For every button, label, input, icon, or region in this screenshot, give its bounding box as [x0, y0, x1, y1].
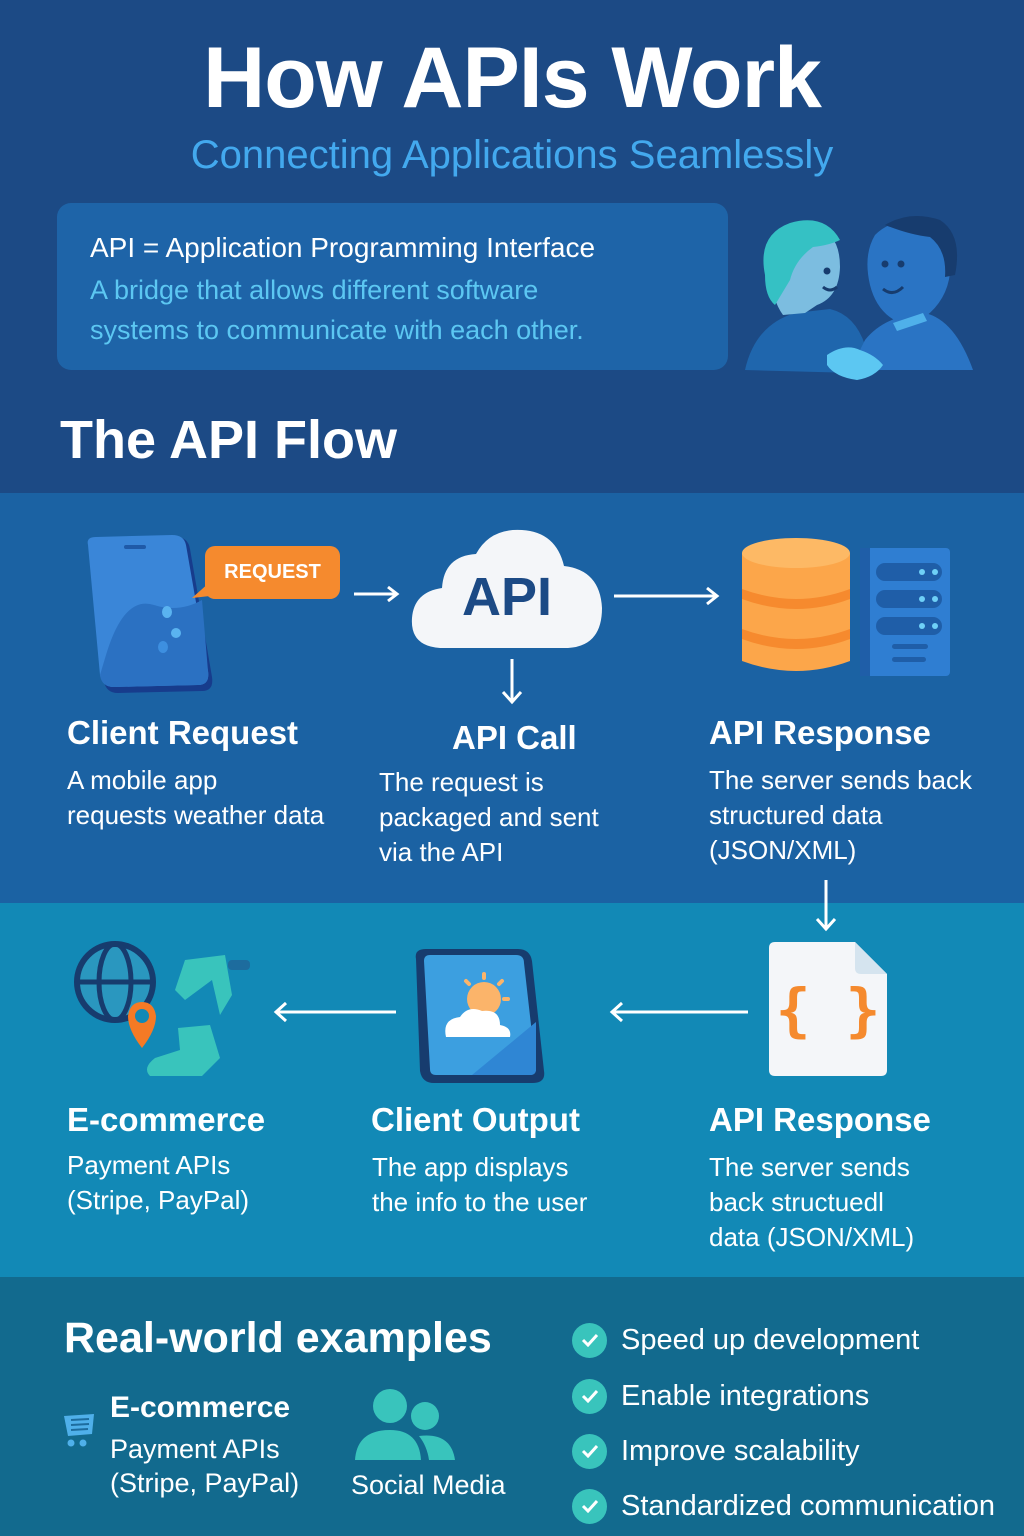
arrow-right-icon: [354, 585, 400, 603]
definition-body: A bridge that allows different software …: [90, 270, 710, 350]
cloud-icon: [411, 529, 602, 648]
step-title-client-output: Client Output: [371, 1101, 580, 1138]
definition-heading: API = Application Programming Interface: [90, 232, 596, 263]
desc-line: packaged and sent: [379, 802, 599, 832]
desc-line: The server sends: [709, 1152, 910, 1182]
arrow-right-icon: [614, 586, 720, 606]
desc-line: via the API: [379, 837, 504, 867]
benefit-label: Standardized communication: [621, 1489, 995, 1522]
desc-line: (Stripe, PayPal): [110, 1468, 300, 1498]
definition-line: A bridge that allows different software: [90, 275, 539, 305]
shopping-cart-icon: [64, 1414, 94, 1447]
smartphone-icon: [87, 535, 213, 693]
desc-line: Payment APIs: [110, 1434, 280, 1464]
desc-line: the info to the user: [372, 1187, 588, 1217]
bubble-tail-icon: [192, 582, 210, 598]
example-ecommerce-title: E-commerce: [110, 1391, 291, 1424]
check-icon: [572, 1433, 607, 1469]
handshake-people-icon: [745, 216, 973, 380]
users-icon: [355, 1389, 455, 1460]
definition-line: systems to communicate with each other.: [90, 315, 584, 345]
desc-line: (Stripe, PayPal): [67, 1185, 250, 1215]
desc-line: The app displays: [372, 1152, 569, 1182]
arrow-left-icon: [609, 1001, 748, 1023]
example-social-media-title: Social Media: [351, 1470, 506, 1500]
benefit-label: Speed up development: [621, 1323, 920, 1356]
examples-title: Real-world examples: [64, 1314, 492, 1362]
desc-line: structured data: [709, 800, 883, 830]
step-desc-client-request: A mobile app requests weather data: [67, 763, 324, 833]
benefit-item: Enable integrations: [572, 1376, 869, 1416]
desc-line: A mobile app: [67, 765, 218, 795]
arrow-down-icon: [815, 880, 837, 932]
json-braces: { }: [775, 976, 881, 1044]
step-title-api-response: API Response: [709, 714, 931, 751]
weather-tablet-icon: [415, 949, 545, 1083]
step-title-api-call: API Call: [452, 719, 577, 756]
step-desc-ecommerce: Payment APIs (Stripe, PayPal): [67, 1148, 249, 1218]
desc-line: The request is: [379, 767, 544, 797]
cloud-api-label: API: [461, 567, 553, 627]
desc-line: The server sends back: [709, 765, 973, 795]
step-title-ecommerce: E-commerce: [67, 1101, 266, 1138]
step-title-api-response-2: API Response: [709, 1101, 931, 1138]
arrow-down-icon: [501, 659, 523, 705]
desc-line: (JSON/XML): [709, 835, 857, 865]
check-icon: [572, 1488, 607, 1524]
page-title: How APIs Work: [203, 30, 822, 126]
check-icon: [572, 1322, 607, 1358]
step-desc-api-response-2: The server sends back structuedl data (J…: [709, 1150, 914, 1255]
step-desc-client-output: The app displays the info to the user: [372, 1150, 587, 1220]
benefit-label: Enable integrations: [621, 1379, 870, 1412]
benefit-item: Improve scalability: [572, 1431, 860, 1471]
step-desc-api-call: The request is packaged and sent via the…: [379, 765, 599, 870]
desc-line: back structuedl: [709, 1187, 884, 1217]
benefit-label: Improve scalability: [621, 1434, 860, 1467]
desc-line: requests weather data: [67, 800, 325, 830]
definition-card: [57, 203, 728, 370]
database-server-icon: [742, 538, 950, 676]
flow-title: The API Flow: [60, 410, 397, 470]
benefit-item: Standardized communication: [572, 1486, 995, 1526]
json-file-icon: [769, 942, 887, 1076]
page-subtitle: Connecting Applications Seamlessly: [190, 133, 834, 177]
travel-globe-icon: [74, 941, 250, 1076]
arrow-left-icon: [273, 1001, 396, 1023]
step-title-client-request: Client Request: [67, 714, 299, 751]
check-icon: [572, 1378, 607, 1414]
examples-section: [0, 1277, 1024, 1536]
benefit-item: Speed up development: [572, 1320, 919, 1360]
desc-line: data (JSON/XML): [709, 1222, 915, 1252]
step-desc-api-response: The server sends back structured data (J…: [709, 763, 972, 868]
request-badge: REQUEST: [205, 546, 340, 599]
desc-line: Payment APIs: [67, 1150, 231, 1180]
example-ecommerce-desc: Payment APIs (Stripe, PayPal): [110, 1432, 299, 1500]
